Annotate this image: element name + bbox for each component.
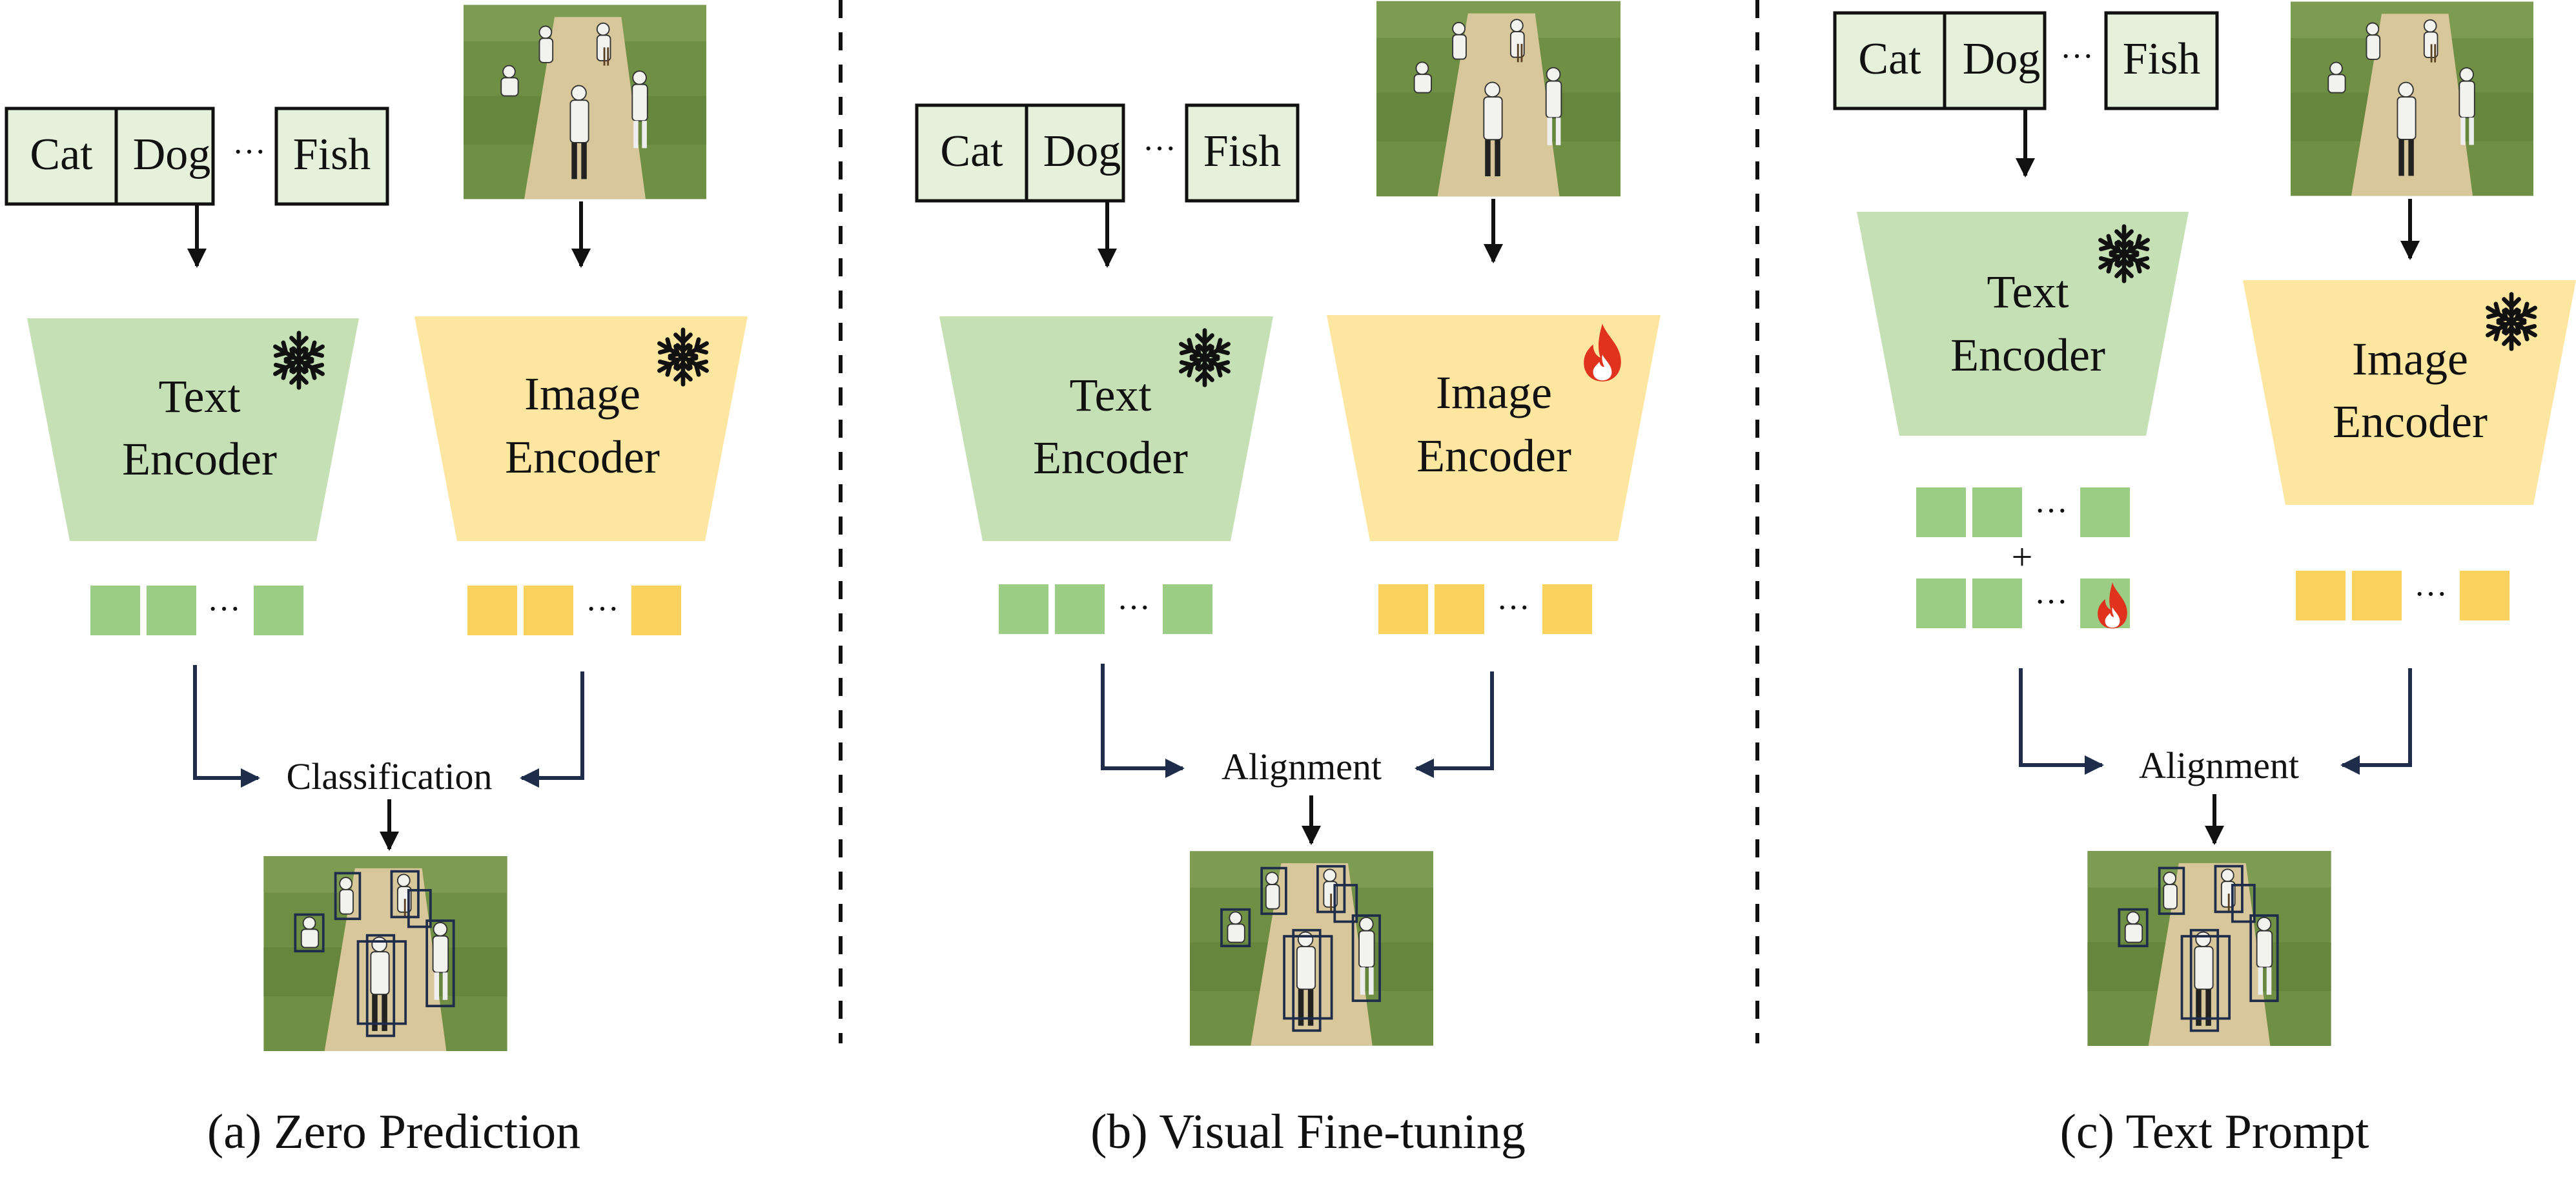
merge-label: Classification xyxy=(287,755,493,797)
class-label-dog: Dog xyxy=(1963,34,2041,84)
token-ellipsis: ··· xyxy=(586,591,619,628)
arrow-text-features-to-merge xyxy=(193,665,260,788)
image-encoder-line2: Encoder xyxy=(505,431,660,483)
image-encoder xyxy=(414,316,748,541)
class-label-cat: Cat xyxy=(1858,34,1921,84)
token-ellipsis: ··· xyxy=(1117,589,1150,626)
class-label-box-cat xyxy=(1833,11,1947,110)
arrow-image-features-to-merge xyxy=(2340,668,2412,775)
image-encoder-line2: Encoder xyxy=(1416,430,1571,482)
class-label-fish: Fish xyxy=(293,130,371,179)
prompt-token xyxy=(1916,578,1966,628)
class-label-ellipsis: ··· xyxy=(1143,130,1176,167)
panel-visual-fine-tuning: Cat Dog ··· Fish Text Encoder Image Enco… xyxy=(915,0,1661,1159)
image-token xyxy=(524,586,573,635)
image-feature-tokens: ··· xyxy=(2296,571,2510,620)
arrow-image-features-to-merge xyxy=(1415,671,1494,778)
text-feature-tokens: ··· xyxy=(90,586,303,635)
arrow-text-features-to-merge xyxy=(2019,668,2104,775)
prompt-tokens: ··· xyxy=(1916,578,2130,629)
class-label-cat: Cat xyxy=(940,127,1003,176)
text-encoder-line1: Text xyxy=(1987,266,2069,318)
arrow-text-features-to-merge xyxy=(1101,664,1185,778)
input-image xyxy=(2291,1,2533,197)
class-label-dog: Dog xyxy=(133,130,211,179)
text-encoder xyxy=(27,318,359,541)
text-token xyxy=(90,586,140,635)
class-label-box-cat xyxy=(915,103,1028,203)
image-token xyxy=(2460,571,2510,620)
output-detection-image xyxy=(263,856,507,1051)
output-detection-image xyxy=(2087,851,2331,1046)
image-encoder xyxy=(1327,315,1661,541)
image-token xyxy=(2296,571,2346,620)
text-encoder-line2: Encoder xyxy=(1950,329,2105,381)
class-label-cat: Cat xyxy=(30,130,93,179)
class-label-box-fish xyxy=(1185,103,1300,203)
class-label-box-fish xyxy=(274,107,389,206)
image-token xyxy=(1542,584,1592,634)
panel-text-prompt: Cat Dog ··· Fish Text Encoder Image Enco… xyxy=(1833,1,2576,1159)
class-label-row: Cat Dog ··· Fish xyxy=(1833,11,2219,110)
image-encoder-line1: Image xyxy=(2352,333,2468,385)
panel-zero-prediction: Cat Dog ··· Fish Text Encoder Image Enco… xyxy=(5,4,748,1159)
caption: (a) Zero Prediction xyxy=(207,1105,580,1159)
text-token xyxy=(1163,584,1212,634)
text-token xyxy=(1972,487,2022,537)
arrow-image-features-to-merge xyxy=(520,671,584,788)
class-label-box-dog xyxy=(1025,103,1125,203)
image-token xyxy=(1378,584,1428,634)
class-label-box-fish xyxy=(2104,11,2219,110)
class-label-box-dog xyxy=(1943,11,2047,110)
class-label-dog: Dog xyxy=(1043,127,1121,176)
image-token xyxy=(467,586,517,635)
image-encoder xyxy=(2243,280,2576,505)
image-token xyxy=(1435,584,1484,634)
image-encoder-line1: Image xyxy=(524,368,640,420)
input-image xyxy=(464,4,706,200)
caption: (b) Visual Fine-tuning xyxy=(1090,1105,1526,1159)
text-token xyxy=(1916,487,1966,537)
class-label-ellipsis: ··· xyxy=(232,134,266,170)
class-label-box-cat xyxy=(5,107,118,206)
text-encoder xyxy=(1857,212,2189,436)
text-encoder-line1: Text xyxy=(1070,369,1152,421)
image-feature-tokens: ··· xyxy=(1378,584,1592,634)
image-token xyxy=(631,586,681,635)
class-label-box-dog xyxy=(114,107,215,206)
text-token xyxy=(999,584,1048,634)
caption: (c) Text Prompt xyxy=(2060,1105,2369,1159)
token-ellipsis: ··· xyxy=(207,591,241,628)
text-encoder-line1: Text xyxy=(159,371,241,422)
merge-label: Alignment xyxy=(2139,744,2299,786)
image-feature-tokens: ··· xyxy=(467,586,681,635)
image-encoder-line1: Image xyxy=(1436,367,1552,418)
text-token xyxy=(254,586,303,635)
text-token xyxy=(1055,584,1105,634)
class-label-ellipsis: ··· xyxy=(2060,38,2094,75)
merge-label: Alignment xyxy=(1222,746,1382,788)
text-encoder-line2: Encoder xyxy=(122,433,277,485)
token-ellipsis: ··· xyxy=(2414,576,2448,613)
token-ellipsis: ··· xyxy=(1497,589,1530,626)
text-encoder-line2: Encoder xyxy=(1033,432,1188,484)
text-token xyxy=(2080,487,2130,537)
image-token xyxy=(2352,571,2402,620)
plus-sign: + xyxy=(2012,536,2033,578)
text-feature-tokens: ··· xyxy=(999,584,1212,634)
text-feature-tokens: ··· xyxy=(1916,487,2130,537)
image-encoder-line2: Encoder xyxy=(2333,396,2488,447)
prompt-token xyxy=(1972,578,2022,628)
token-ellipsis: ··· xyxy=(2034,493,2068,529)
class-label-fish: Fish xyxy=(1203,127,1282,176)
output-detection-image xyxy=(1190,851,1433,1046)
input-image xyxy=(1376,0,1620,198)
token-ellipsis: ··· xyxy=(2034,584,2068,620)
class-label-fish: Fish xyxy=(2123,34,2201,84)
class-label-row: Cat Dog ··· Fish xyxy=(5,107,389,206)
text-token xyxy=(147,586,196,635)
class-label-row: Cat Dog ··· Fish xyxy=(915,103,1300,203)
